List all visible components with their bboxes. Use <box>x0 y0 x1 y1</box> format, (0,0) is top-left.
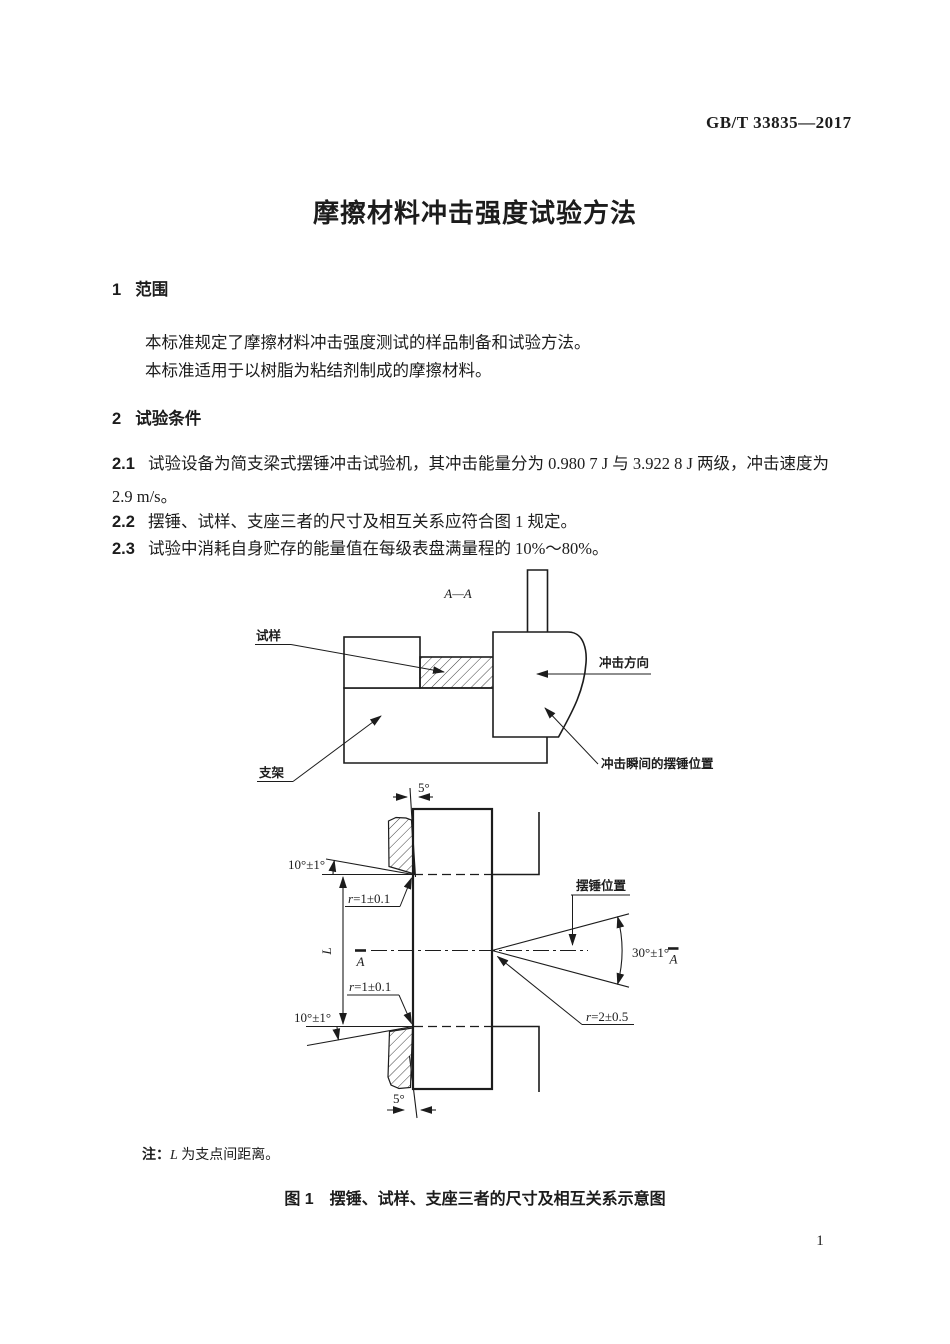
angle-30-label: 30°±1° <box>632 945 669 960</box>
section-view-a-a: A—A 试样 支架 <box>255 569 714 782</box>
span-label: L <box>319 947 334 955</box>
hammer-position-label: 摆锤位置 <box>576 878 627 893</box>
section-number: 1 <box>112 281 122 299</box>
angle-5-bottom: 5° <box>387 1055 436 1119</box>
clause-text: 试验中消耗自身贮存的能量值在每级表盘满量程的 10%～80%。 <box>147 539 609 558</box>
clause-2-1-continued: 2.9 m/s。 <box>112 487 178 506</box>
document-title: 摩擦材料冲击强度试验方法 <box>312 198 637 228</box>
standard-code: GB/T 33835—2017 <box>706 113 852 132</box>
angle-10-top-label: 10°±1° <box>288 857 325 872</box>
specimen-callout: 试样 <box>255 628 445 674</box>
angle-5-top-label: 5° <box>418 780 430 795</box>
figure-1-diagram: A—A 试样 支架 <box>255 569 714 1119</box>
swing-wedge: 30°±1° A <box>491 913 679 988</box>
hammer-edge-top <box>492 812 540 876</box>
clause-2-1: 2.1 试验设备为简支梁式摆锤冲击试验机，其冲击能量分为 0.980 7 J 与 … <box>112 450 882 474</box>
note-variable: L <box>170 1148 178 1163</box>
support-label: 支架 <box>258 765 285 780</box>
section-title: 试验条件 <box>135 410 202 428</box>
radius-1-bottom-label: r=1±0.1 <box>349 979 391 994</box>
support-block <box>343 636 421 689</box>
angle-5-bottom-label: 5° <box>393 1091 405 1106</box>
support-callout: 支架 <box>257 715 382 782</box>
section-1-heading: 1 范围 <box>112 276 168 300</box>
clause-2-3: 2.3 试验中消耗自身贮存的能量值在每级表盘满量程的 10%～80%。 <box>112 535 882 559</box>
paragraph: 本标准适用于以树脂为粘结剂制成的摩擦材料。 <box>145 361 492 380</box>
radius-1-top-label: r=1±0.1 <box>348 891 390 906</box>
hammer-at-impact-callout: 冲击瞬间的摆锤位置 <box>544 707 714 771</box>
section-number: 2 <box>112 410 122 428</box>
hammer-edge-bottom <box>492 1025 540 1092</box>
support-tip-bottom <box>387 1027 414 1090</box>
impact-direction-callout: 冲击方向 <box>536 655 651 678</box>
figure-caption: 图 1 摆锤、试样、支座三者的尺寸及相互关系示意图 <box>284 1191 666 1208</box>
hammer-position-callout: 摆锤位置 <box>568 878 630 946</box>
support-tip-top <box>387 816 416 875</box>
hammer-at-impact-label: 冲击瞬间的摆锤位置 <box>601 756 714 771</box>
radius-2-callout: r=2±0.5 <box>496 955 634 1025</box>
clause-number: 2.3 <box>112 540 135 558</box>
clause-text: 试验设备为简支梁式摆锤冲击试验机，其冲击能量分为 0.980 7 J 与 3.9… <box>147 454 830 473</box>
front-view: 10°±1° 10°±1° 5° 5° <box>288 780 679 1119</box>
figure-note: 注：L 为支点间距离。 <box>142 1144 279 1164</box>
section-title: 范围 <box>135 281 169 299</box>
specimen-section <box>419 656 495 689</box>
angle-10-bottom: 10°±1° <box>294 1010 414 1047</box>
note-text: 为支点间距离。 <box>177 1148 280 1163</box>
pendulum-hammer-body <box>492 631 588 738</box>
paragraph: 本标准规定了摩擦材料冲击强度测试的样品制备和试验方法。 <box>145 333 591 352</box>
centerline: A <box>355 949 588 969</box>
section-mark-left: A <box>356 954 365 969</box>
page-number: 1 <box>816 1233 824 1249</box>
section-mark-right: A <box>669 952 678 967</box>
clause-number: 2.2 <box>112 513 135 531</box>
section-2-heading: 2 试验条件 <box>112 405 201 429</box>
section-view-label: A—A <box>443 586 472 601</box>
pendulum-shaft <box>526 569 549 632</box>
angle-5-top: 5° <box>393 780 433 878</box>
note-prefix: 注： <box>142 1146 170 1162</box>
clause-number: 2.1 <box>112 455 135 473</box>
impact-direction-label: 冲击方向 <box>599 655 649 670</box>
radius-1-top: r=1±0.1 <box>345 877 412 907</box>
radius-1-bottom: r=1±0.1 <box>347 979 412 1025</box>
radius-2-label: r=2±0.5 <box>586 1009 628 1024</box>
specimen-label: 试样 <box>256 628 282 643</box>
clause-2-2: 2.2 摆锤、试样、支座三者的尺寸及相互关系应符合图 1 规定。 <box>112 508 882 532</box>
specimen-front <box>411 807 494 1091</box>
clause-text: 摆锤、试样、支座三者的尺寸及相互关系应符合图 1 规定。 <box>147 512 577 531</box>
span-dimension: L <box>319 876 347 1025</box>
angle-10-top: 10°±1° <box>288 857 414 876</box>
angle-10-bottom-label: 10°±1° <box>294 1010 331 1025</box>
